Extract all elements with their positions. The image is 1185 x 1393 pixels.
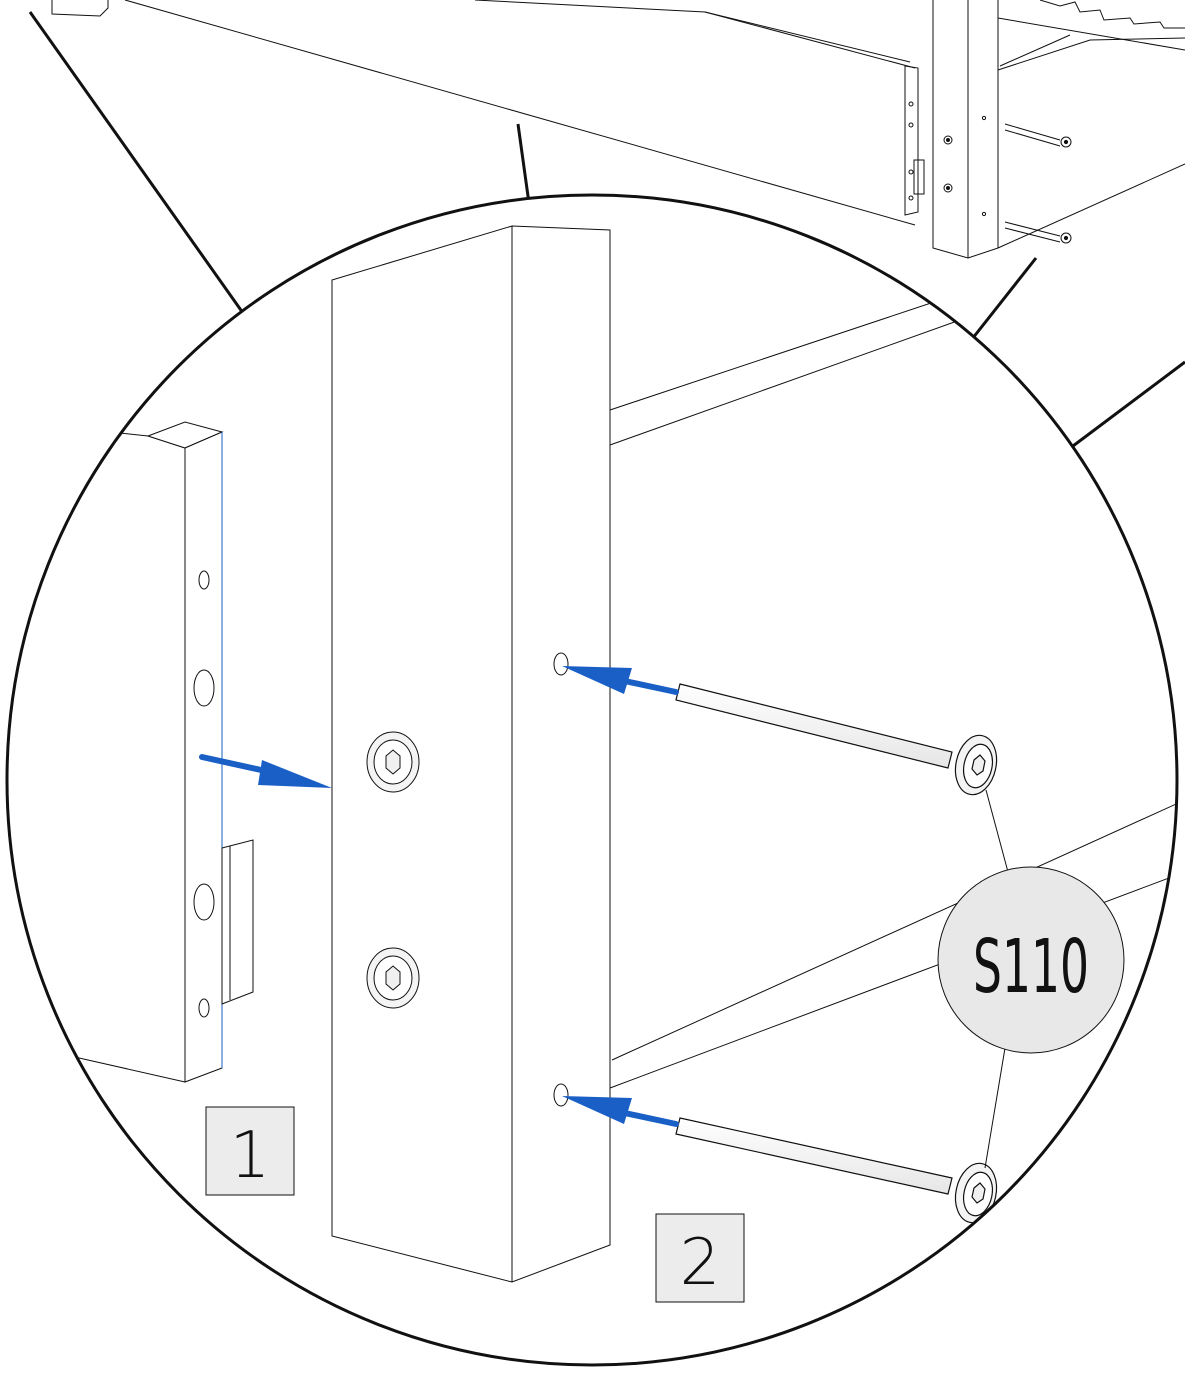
arrow-bolt-lower <box>562 1096 679 1127</box>
side-rail <box>7 419 254 1083</box>
bolt-upper <box>675 683 998 796</box>
bolt-head-upper <box>366 731 420 793</box>
overview-drawing <box>51 0 1185 259</box>
step-2-box: 2 <box>655 1213 745 1303</box>
assembly-arrows <box>199 666 679 1127</box>
step-2-label: 2 <box>680 1226 721 1300</box>
arrow-bolt-upper <box>562 666 679 695</box>
part-callout: S110 <box>937 866 1125 1054</box>
bed-post <box>331 225 611 1283</box>
arrow-rail-to-post <box>199 754 332 788</box>
part-callout-bubble <box>937 866 1125 1054</box>
part-callout-leaders <box>984 789 1009 1169</box>
part-callout-label: S110 <box>973 924 1089 1010</box>
bolt-lower <box>675 1117 998 1224</box>
magnifier-circle <box>5 193 1179 1367</box>
step-1-box: 1 <box>205 1106 295 1196</box>
bolt-head-lower <box>366 947 420 1009</box>
step-1-label: 1 <box>230 1119 271 1193</box>
